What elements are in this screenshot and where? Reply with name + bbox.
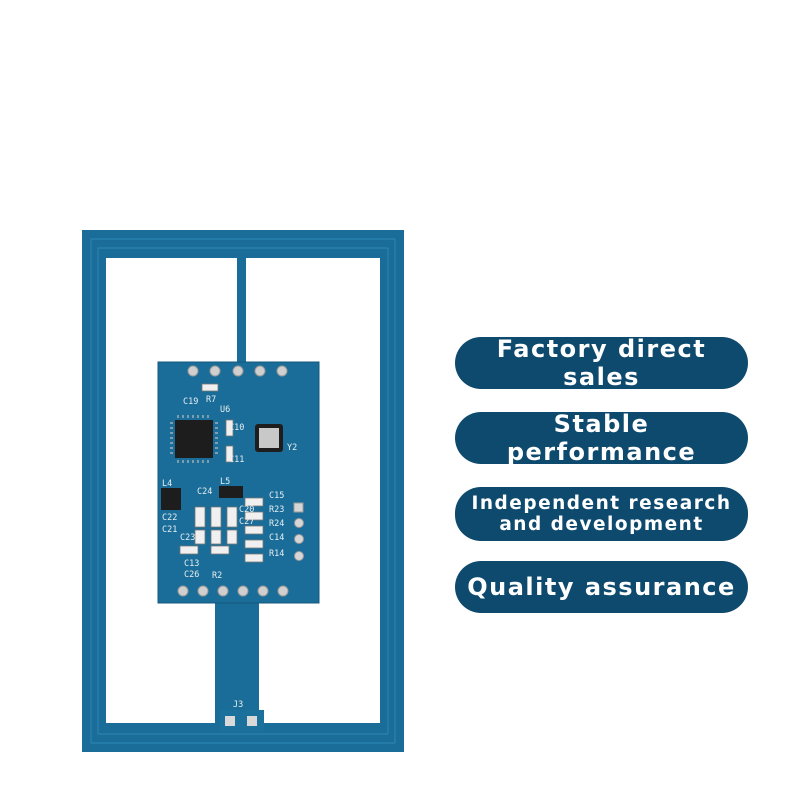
silk-c10: C10: [229, 423, 244, 433]
silk-c24: C24: [197, 487, 212, 497]
silk-l5: L5: [220, 477, 230, 487]
silk-c21: C21: [162, 525, 177, 535]
silk-c19: C19: [183, 397, 198, 407]
badge-factory-direct-sales: Factory direct sales: [455, 335, 748, 391]
badge-quality-assurance: Quality assurance: [455, 561, 748, 613]
silk-c13: C13: [184, 559, 199, 569]
badge-label: Factory direct sales: [496, 335, 707, 391]
reader-pcb: C19 R7 U6 C10 C11 Y2 L5 C24 C15 L4 C22 C…: [157, 361, 320, 710]
silk-c27: C27: [239, 517, 254, 527]
silk-c23: C23: [180, 533, 195, 543]
badge-label: Quality assurance: [467, 573, 736, 601]
badge-independent-research: Independent research and development: [455, 487, 748, 541]
silk-r14: R14: [269, 549, 284, 559]
silk-l4: L4: [162, 479, 172, 489]
silk-r24: R24: [269, 519, 284, 529]
silk-r7: R7: [206, 395, 216, 405]
silk-c11: C11: [229, 455, 244, 465]
silk-c26: C26: [184, 570, 199, 580]
silk-y2: Y2: [287, 443, 297, 453]
silk-r23: R23: [269, 505, 284, 515]
badge-stable-performance: Stable performance: [455, 410, 748, 466]
silk-c20: C20: [239, 505, 254, 515]
silk-r2: R2: [212, 571, 222, 581]
silk-c14: C14: [269, 533, 284, 543]
silk-c15: C15: [269, 491, 284, 501]
badge-label: Stable performance: [506, 410, 697, 466]
silk-u6: U6: [220, 405, 230, 415]
badge-label-line-2: and development: [499, 514, 704, 535]
silk-c22: C22: [162, 513, 177, 523]
badge-label-line-1: Independent research: [471, 493, 732, 514]
silk-j3: J3: [233, 700, 243, 710]
